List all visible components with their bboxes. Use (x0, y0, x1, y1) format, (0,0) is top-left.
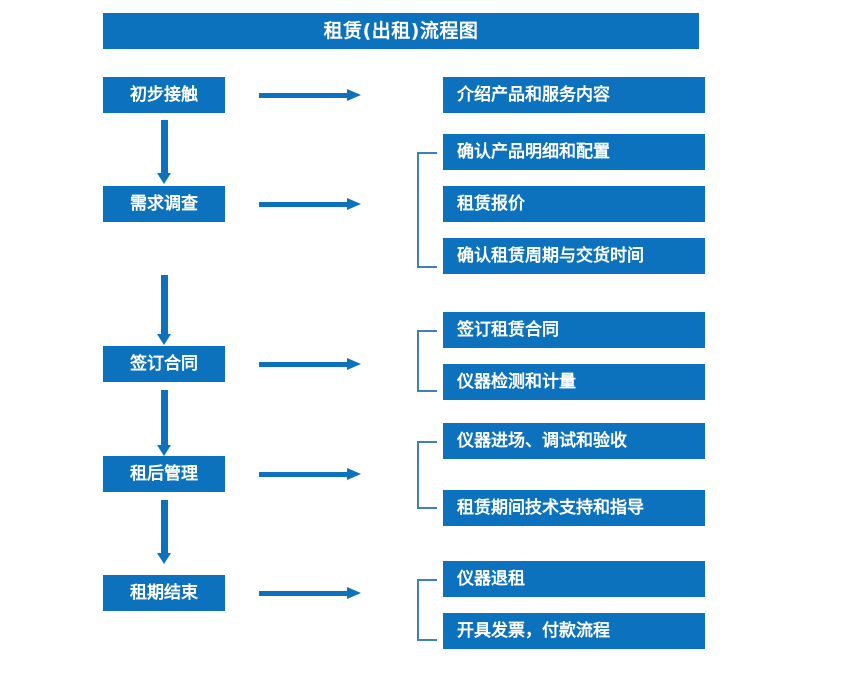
stage-box-5: 租期结束 (103, 575, 225, 611)
detail-label-5-1: 仪器退租 (457, 568, 525, 589)
stage-connector-arrow-3-4 (157, 390, 171, 456)
stage-to-detail-arrow-5 (259, 587, 362, 599)
arrow-head-icon (347, 587, 361, 599)
detail-box-3-1: 签订租赁合同 (443, 312, 705, 348)
arrow-head-icon (157, 173, 171, 184)
detail-box-2-1: 确认产品明细和配置 (443, 134, 705, 170)
arrow-shaft (259, 362, 348, 367)
stage-box-1: 初步接触 (103, 77, 225, 113)
arrow-shaft (259, 93, 348, 98)
arrow-head-icon (347, 89, 361, 101)
detail-box-4-1: 仪器进场、调试和验收 (443, 423, 705, 459)
stage-label-5: 租期结束 (130, 582, 198, 603)
detail-box-5-2: 开具发票，付款流程 (443, 613, 705, 649)
stage-to-detail-arrow-4 (259, 468, 362, 480)
detail-group-bracket-2 (417, 152, 437, 268)
detail-label-5-2: 开具发票，付款流程 (457, 620, 610, 641)
stage-connector-arrow-1-2 (157, 120, 171, 184)
arrow-head-icon (157, 445, 171, 456)
arrow-shaft (161, 120, 168, 173)
arrow-head-icon (157, 553, 171, 564)
arrow-head-icon (347, 468, 361, 480)
detail-label-2-1: 确认产品明细和配置 (457, 141, 610, 162)
arrow-shaft (259, 472, 348, 477)
stage-to-detail-arrow-2 (259, 198, 362, 210)
arrow-head-icon (347, 358, 361, 370)
detail-box-2-3: 确认租赁周期与交货时间 (443, 238, 705, 274)
arrow-head-icon (347, 198, 361, 210)
stage-connector-arrow-2-3 (157, 275, 171, 345)
stage-box-4: 租后管理 (103, 456, 225, 492)
detail-label-4-1: 仪器进场、调试和验收 (457, 430, 627, 451)
detail-box-5-1: 仪器退租 (443, 561, 705, 597)
arrow-shaft (259, 591, 348, 596)
detail-label-3-2: 仪器检测和计量 (457, 371, 576, 392)
detail-group-bracket-4 (417, 441, 437, 509)
arrow-shaft (161, 275, 168, 334)
stage-to-detail-arrow-3 (259, 358, 362, 370)
stage-box-2: 需求调查 (103, 186, 225, 222)
detail-box-3-2: 仪器检测和计量 (443, 364, 705, 400)
stage-label-1: 初步接触 (130, 84, 198, 105)
detail-label-4-2: 租赁期间技术支持和指导 (457, 497, 644, 518)
arrow-shaft (161, 390, 168, 445)
detail-box-1-1: 介绍产品和服务内容 (443, 77, 705, 113)
detail-box-4-2: 租赁期间技术支持和指导 (443, 490, 705, 526)
stage-label-4: 租后管理 (130, 463, 198, 484)
stage-label-2: 需求调查 (130, 193, 198, 214)
stage-box-3: 签订合同 (103, 346, 225, 382)
stage-connector-arrow-4-5 (157, 500, 171, 564)
detail-group-bracket-3 (417, 330, 437, 392)
arrow-shaft (259, 202, 348, 207)
detail-label-3-1: 签订租赁合同 (457, 319, 559, 340)
detail-label-2-3: 确认租赁周期与交货时间 (457, 245, 644, 266)
detail-label-2-2: 租赁报价 (457, 193, 525, 214)
detail-box-2-2: 租赁报价 (443, 186, 705, 222)
arrow-head-icon (157, 334, 171, 345)
diagram-title: 租赁(出租)流程图 (323, 19, 479, 42)
diagram-title-bar: 租赁(出租)流程图 (103, 13, 699, 49)
detail-group-bracket-5 (417, 579, 437, 641)
detail-label-1-1: 介绍产品和服务内容 (457, 84, 610, 105)
arrow-shaft (161, 500, 168, 553)
stage-to-detail-arrow-1 (259, 89, 362, 101)
stage-label-3: 签订合同 (130, 353, 198, 374)
